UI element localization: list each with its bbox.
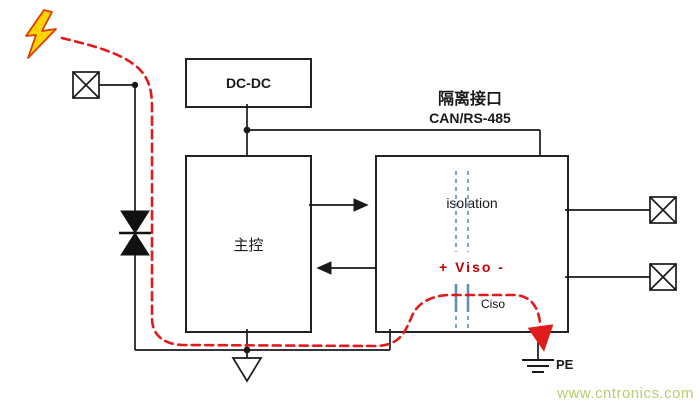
- port-right-top-icon: [649, 196, 677, 224]
- mcu-label: 主控: [233, 236, 264, 254]
- isolated-interface-heading-line2: CAN/RS-485: [429, 110, 511, 126]
- isolated-interface-heading-line1: 隔离接口: [437, 91, 502, 108]
- port-right-bottom-icon: [649, 263, 677, 291]
- lightning-icon: [25, 9, 57, 59]
- pe-label: PE: [556, 357, 574, 372]
- isolated-interface-heading: 隔离接口 CAN/RS-485: [375, 90, 565, 128]
- port-left-icon: [72, 71, 100, 99]
- bus-arrows: [309, 198, 376, 275]
- isolation-label: isolation: [446, 195, 498, 211]
- viso-label: + Viso -: [439, 259, 505, 275]
- pe-ground-icon: [522, 359, 554, 373]
- mcu-block: 主控: [185, 155, 312, 333]
- ciso-label: Ciso: [481, 297, 506, 311]
- watermark: www.cntronics.com: [557, 385, 694, 402]
- tvs-diode-icon: [119, 210, 151, 256]
- ground-symbol: [231, 350, 263, 383]
- isolated-interface-block: isolation + Viso - Ciso: [375, 155, 569, 333]
- dcdc-label: DC-DC: [225, 75, 272, 91]
- dcdc-block: DC-DC: [185, 58, 312, 108]
